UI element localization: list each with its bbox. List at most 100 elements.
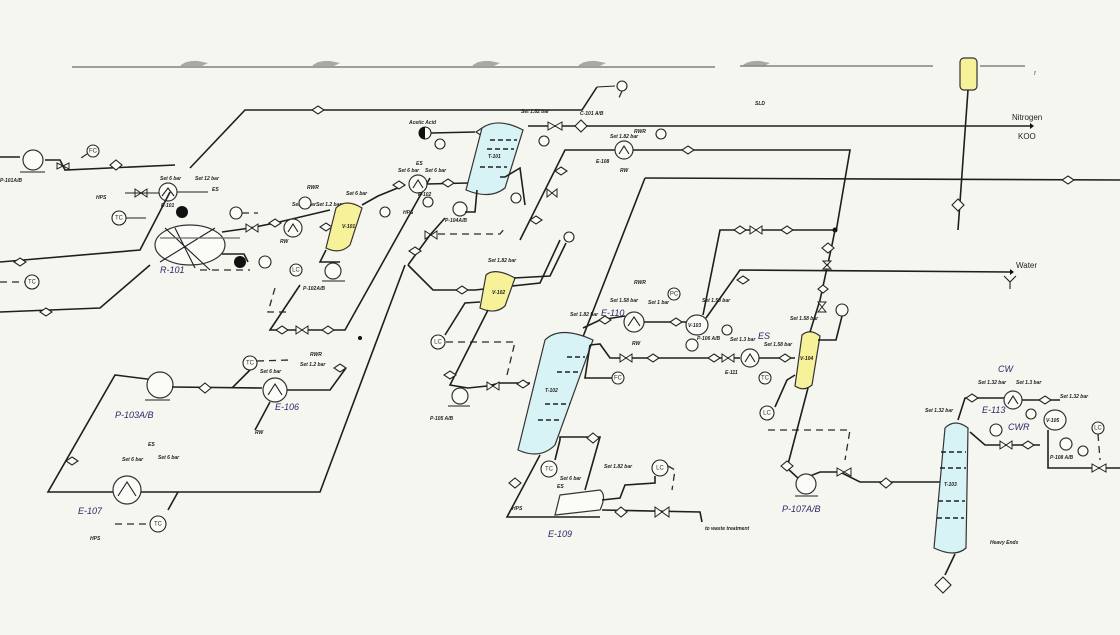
pc-instrument[interactable] <box>563 231 575 243</box>
lc-instrument[interactable] <box>430 334 446 350</box>
stream-koo: KOO <box>1018 132 1036 141</box>
setpoint: Set 1.82 bar <box>521 109 550 115</box>
exchanger-e102[interactable] <box>283 218 303 238</box>
vessel-v102[interactable] <box>479 271 516 312</box>
control-valve[interactable] <box>721 353 735 363</box>
pc-instrument[interactable] <box>835 303 849 317</box>
control-valve[interactable] <box>836 467 852 477</box>
control-valve[interactable] <box>1091 463 1107 473</box>
column-t101[interactable] <box>465 122 524 196</box>
pc-instrument[interactable] <box>667 287 681 301</box>
c101-label: C-101 A/B <box>580 111 604 117</box>
stream-rw: RW <box>620 168 630 174</box>
rail-glyph <box>312 60 340 66</box>
control-valve[interactable] <box>295 325 309 335</box>
pump-p101[interactable] <box>20 149 45 173</box>
setpoint: Set 1.32 bar <box>978 380 1007 386</box>
electric-heater[interactable] <box>234 256 246 268</box>
pc-instrument[interactable] <box>989 423 1003 437</box>
exchanger-e101[interactable] <box>158 182 178 202</box>
lc-instrument[interactable] <box>289 263 303 277</box>
p104-label: P-104A/B <box>445 218 467 224</box>
stream-rwr: RWR <box>634 280 646 286</box>
tc-instrument[interactable] <box>422 196 434 208</box>
pump-p108[interactable] <box>1059 437 1073 451</box>
exchanger-e111[interactable] <box>740 348 760 368</box>
rail-glyph <box>180 60 208 66</box>
stream-hps: HPS <box>512 506 523 512</box>
stream-tag <box>669 317 683 327</box>
pc-instrument[interactable] <box>379 206 391 218</box>
stream-sld: SLD <box>755 101 765 107</box>
pump-p106[interactable] <box>685 338 699 352</box>
pump-p103[interactable] <box>145 371 174 401</box>
reboiler-e109[interactable] <box>554 489 605 516</box>
exchanger-e106[interactable] <box>262 377 288 403</box>
setpoint: Set 6 bar <box>158 455 180 461</box>
stream-tag <box>736 275 750 285</box>
reboiler-label: E-109 <box>548 529 572 539</box>
lc-instrument[interactable] <box>510 192 522 204</box>
fc-instrument[interactable] <box>1077 445 1089 457</box>
pump-p102[interactable] <box>322 262 345 282</box>
pc-instrument[interactable] <box>538 135 550 147</box>
tc-instrument[interactable] <box>258 255 272 269</box>
setpoint: Set 1.82 bar <box>570 312 599 318</box>
lc-instrument[interactable] <box>721 324 733 336</box>
column-t103[interactable] <box>933 422 969 554</box>
exchanger-e107[interactable] <box>112 475 142 505</box>
p107-label: P-107A/B <box>782 504 821 514</box>
control-valve[interactable] <box>56 162 70 170</box>
tc-instrument[interactable] <box>758 371 772 385</box>
pump-p104[interactable] <box>452 201 468 217</box>
pc-instrument[interactable] <box>229 206 243 220</box>
fc-instrument[interactable] <box>86 144 100 158</box>
v102-label: V-102 <box>492 290 505 296</box>
control-valve[interactable] <box>816 301 828 313</box>
control-valve[interactable] <box>486 381 500 391</box>
pc-instrument[interactable] <box>655 128 667 140</box>
p102-label: P-102A/B <box>303 286 325 292</box>
stream-tag <box>408 246 422 256</box>
tc-instrument[interactable] <box>149 515 167 533</box>
control-valve[interactable] <box>547 121 563 131</box>
vent-drum[interactable] <box>959 57 978 91</box>
pump-p107[interactable] <box>795 473 818 497</box>
reactor-r101[interactable] <box>154 224 226 271</box>
lc-instrument[interactable] <box>651 459 669 477</box>
check-valve[interactable] <box>749 225 763 235</box>
vessel-v105[interactable] <box>1043 409 1067 431</box>
r101-label: R-101 <box>160 265 185 275</box>
control-valve[interactable] <box>654 506 670 518</box>
exchanger-e108[interactable] <box>614 140 634 160</box>
tc-instrument[interactable] <box>540 460 558 478</box>
lc-instrument[interactable] <box>759 405 775 421</box>
vessel-v104[interactable] <box>794 331 821 390</box>
control-valve[interactable] <box>546 187 558 199</box>
exchanger-e110[interactable] <box>623 311 645 333</box>
pc-instrument[interactable] <box>298 196 312 210</box>
compressor-c101[interactable] <box>616 80 628 92</box>
stream-tag <box>275 325 289 335</box>
exchanger-e103[interactable] <box>408 174 428 194</box>
exchanger-e113[interactable] <box>1003 390 1023 410</box>
fc-instrument[interactable] <box>434 138 446 150</box>
tc-instrument[interactable] <box>1025 408 1037 420</box>
stream-tag <box>333 363 347 373</box>
t101-label: T-101 <box>488 154 501 160</box>
vessel-v103[interactable] <box>685 314 709 336</box>
control-valve[interactable] <box>619 353 633 363</box>
feed-source <box>418 126 432 140</box>
p108-label: P-108 A/B <box>1050 455 1074 461</box>
column-t102[interactable] <box>517 331 594 455</box>
stream-tag <box>707 353 721 363</box>
stream-tag <box>443 370 457 380</box>
control-valve[interactable] <box>999 440 1013 450</box>
fc-instrument[interactable] <box>611 371 625 385</box>
electric-heater[interactable] <box>176 206 188 218</box>
control-valve[interactable] <box>245 223 259 233</box>
pump-p105[interactable] <box>448 387 470 407</box>
vessel-v101[interactable] <box>325 202 363 252</box>
check-valve[interactable] <box>821 260 833 270</box>
